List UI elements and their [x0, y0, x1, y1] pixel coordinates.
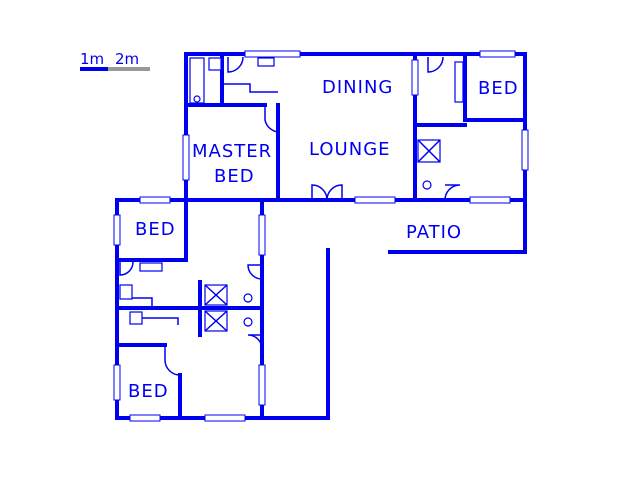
label-patio: PATIO	[406, 222, 462, 243]
toilet-lower-left	[243, 317, 253, 327]
door-bath-upper	[247, 264, 263, 280]
basin-upper-left	[119, 284, 133, 300]
label-dining: DINING	[322, 77, 393, 98]
toilet-right	[422, 180, 432, 190]
window-right-south	[469, 196, 511, 204]
window-bed-lower-west	[113, 364, 121, 401]
toilet-upper-left	[243, 293, 253, 303]
door-lounge-left	[311, 184, 328, 201]
label-bed-left-lower: BED	[128, 381, 169, 402]
vanity-bed-right	[454, 61, 464, 103]
label-master-bed-line2: BED	[214, 166, 255, 187]
sink-kitchen	[257, 57, 275, 67]
toilet-master-ensuite	[193, 95, 201, 103]
door-bed-lower	[164, 345, 181, 376]
counter-lower-left	[142, 317, 179, 325]
window-lounge-south	[354, 196, 396, 204]
door-bed-upper	[119, 261, 134, 276]
door-kitchen	[227, 56, 244, 73]
basin-lower-left	[129, 311, 143, 325]
scale-label-1m: 1m	[80, 50, 104, 68]
fixtures	[119, 57, 464, 332]
cupboard-bed-upper	[139, 262, 163, 272]
scale-bar: 1m 2m	[80, 50, 150, 71]
door-right-north	[427, 56, 444, 73]
shower-lower-diag-2	[204, 310, 228, 332]
window-bed-right-north	[479, 50, 516, 58]
basin-master-ensuite	[208, 57, 222, 71]
door-lounge-right	[326, 184, 343, 201]
bath-master-ensuite	[189, 57, 205, 104]
window-bed-upper-north	[139, 196, 171, 204]
window-passage-west-upper	[258, 214, 266, 256]
shower-upper-diag-2	[204, 284, 228, 306]
walls	[115, 52, 527, 420]
window-bed-right-east	[521, 129, 529, 171]
door-master	[264, 105, 281, 133]
label-master-bed-line1: MASTER	[192, 141, 272, 162]
door-bath-lower	[247, 334, 263, 350]
label-bed-right: BED	[478, 78, 519, 99]
window-master-west	[182, 134, 190, 181]
window-bed-upper-west	[113, 214, 121, 246]
window-bed-lower-south	[129, 414, 161, 422]
shower-right-diag-2	[417, 139, 441, 163]
counter-upper-left	[132, 297, 153, 306]
wall-upper-outline	[184, 52, 527, 254]
label-bed-left-upper: BED	[135, 219, 176, 240]
room-labels: DINING LOUNGE MASTER BED BED PATIO BED B…	[128, 77, 519, 402]
window-passage-south	[204, 414, 246, 422]
label-lounge: LOUNGE	[309, 139, 391, 160]
doors	[119, 56, 461, 376]
windows	[113, 50, 529, 422]
window-lounge-east	[411, 59, 419, 96]
door-right-bath	[444, 184, 461, 201]
window-passage-west-lower	[258, 364, 266, 406]
counter-kitchen	[222, 83, 278, 93]
scale-label-2m: 2m	[115, 50, 139, 68]
window-kitchen	[244, 50, 301, 58]
